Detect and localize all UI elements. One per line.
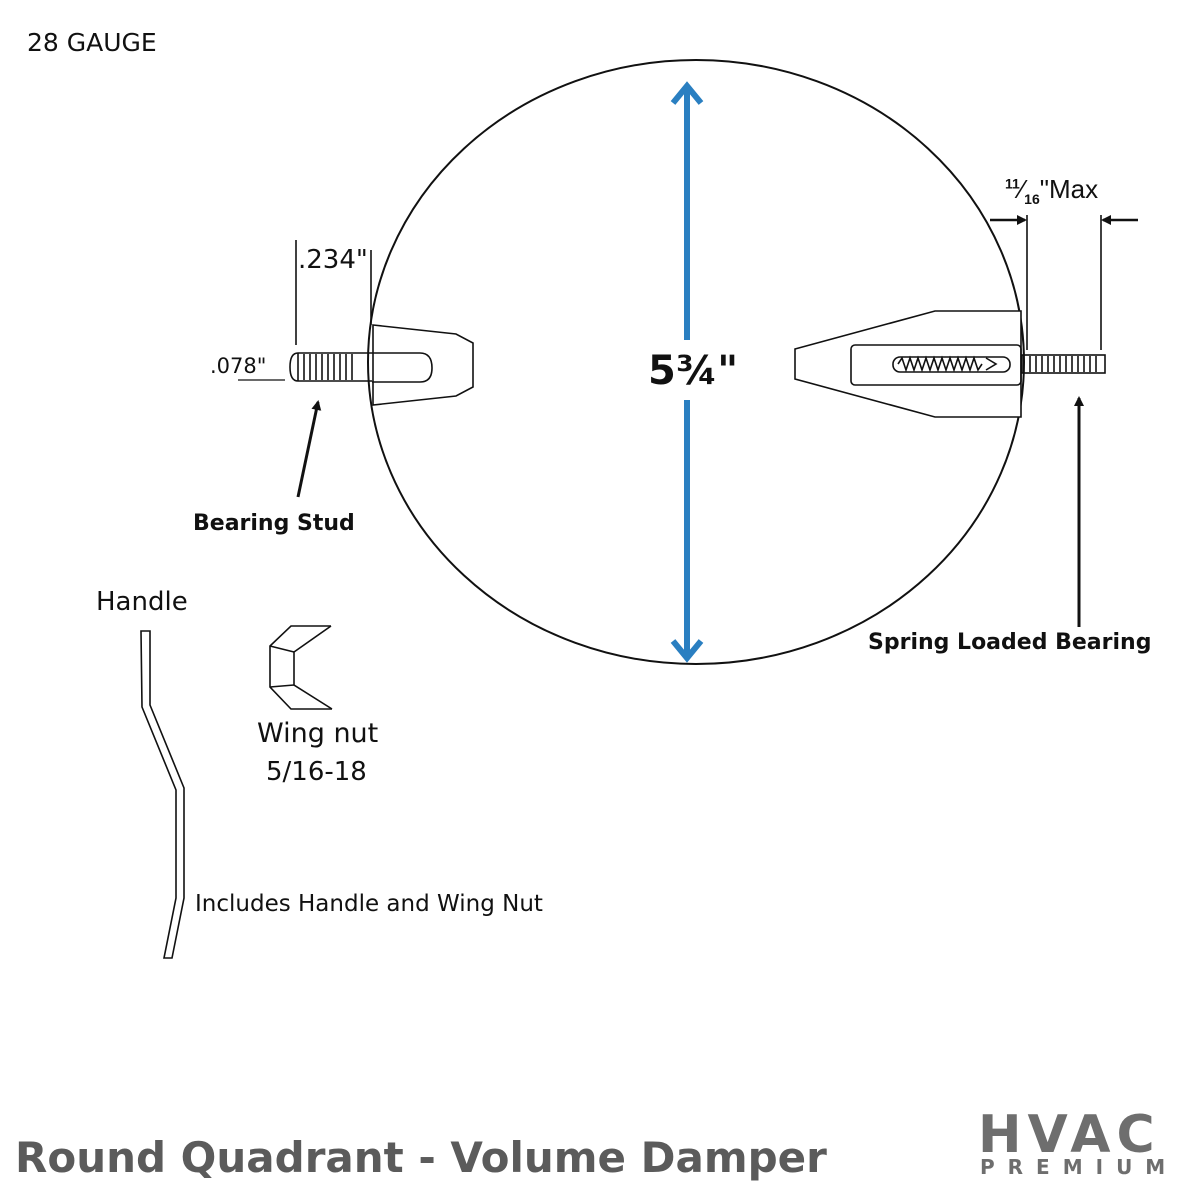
wing-nut-label: Wing nut — [257, 718, 379, 749]
fraction-numerator: 11 — [1005, 175, 1020, 192]
wing-nut-icon — [269, 625, 333, 710]
wing-nut-size: 5/16-18 — [266, 757, 367, 787]
fraction-suffix: "Max — [1039, 174, 1099, 204]
fraction-denominator: 16 — [1024, 191, 1040, 208]
bearing-stud-icon — [238, 240, 474, 406]
stud-diameter-dimension: .078" — [210, 354, 267, 378]
stud-length-dimension: .234" — [298, 245, 368, 275]
logo-subtext: PREMIUM — [980, 1155, 1179, 1179]
gauge-label: 28 GAUGE — [27, 28, 157, 57]
spring-bearing-label: Spring Loaded Bearing — [868, 630, 1152, 655]
logo-wordmark: HVAC — [978, 1105, 1161, 1165]
bearing-max-dimension: 11⁄16"Max — [1005, 174, 1099, 208]
handle-icon — [140, 630, 185, 959]
handle-label: Handle — [96, 587, 188, 617]
bearing-stud-label: Bearing Stud — [193, 511, 355, 536]
diameter-arrow — [670, 81, 704, 663]
bearing-stud-pointer — [296, 400, 322, 498]
diameter-dimension: 5¾" — [648, 348, 739, 394]
product-title: Round Quadrant - Volume Damper — [15, 1133, 827, 1182]
includes-note: Includes Handle and Wing Nut — [195, 891, 543, 917]
damper-disc — [367, 59, 1025, 665]
spring-bearing-icon — [794, 215, 1106, 418]
